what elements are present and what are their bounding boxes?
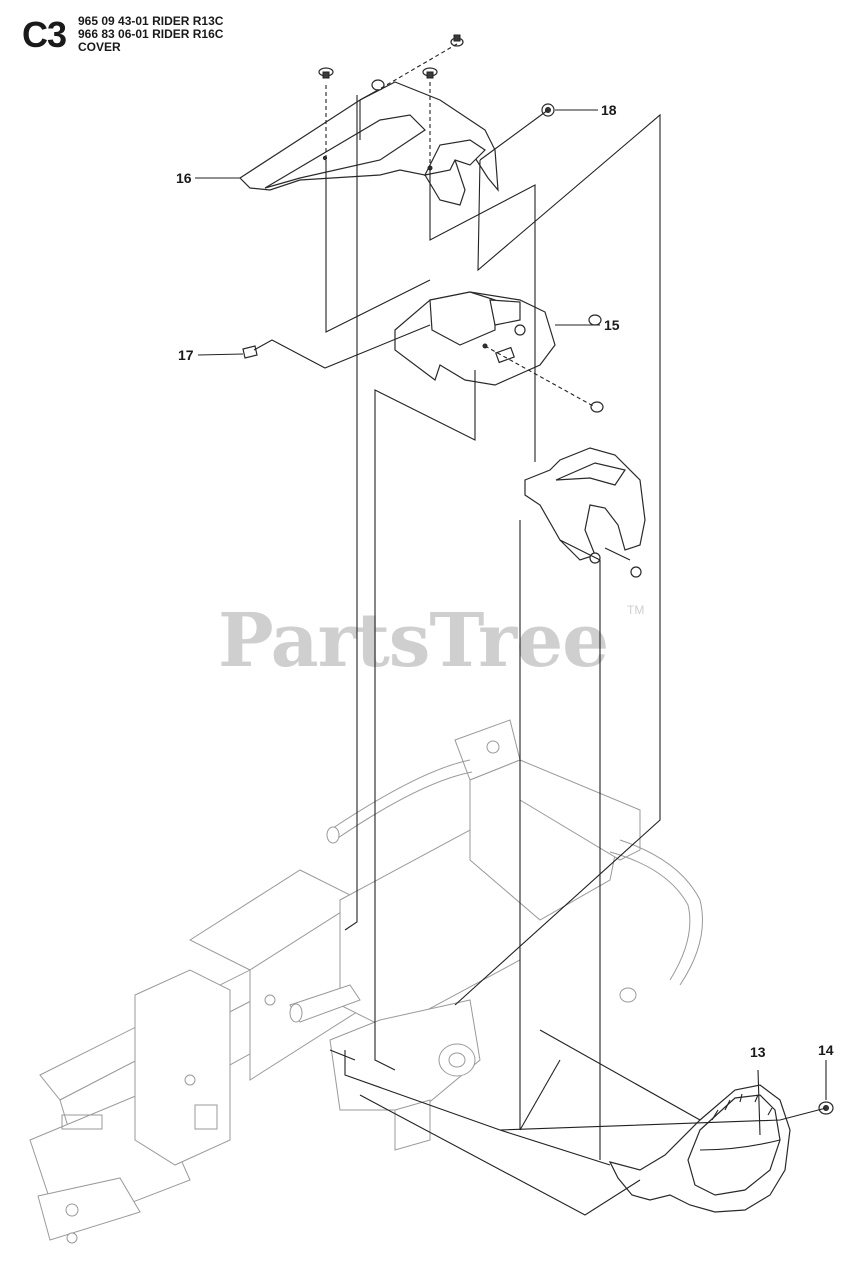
screw-icon bbox=[590, 401, 604, 413]
watermark: PartsTree bbox=[218, 598, 609, 684]
header-text: 965 09 43-01 RIDER R13C 966 83 06-01 RID… bbox=[78, 15, 223, 54]
section-code: C3 bbox=[22, 14, 67, 55]
callout-14[interactable]: 14 bbox=[818, 1042, 834, 1058]
screw-icon bbox=[588, 314, 602, 326]
callout-13[interactable]: 13 bbox=[750, 1044, 766, 1060]
callout-17[interactable]: 17 bbox=[178, 347, 194, 363]
model-line-2: 966 83 06-01 RIDER R16C bbox=[78, 27, 224, 41]
chassis-frame bbox=[29, 719, 703, 1244]
callout-15[interactable]: 15 bbox=[604, 317, 620, 333]
console-bracket bbox=[524, 447, 646, 578]
part-17-clip bbox=[242, 345, 258, 359]
part-13-pedal-cover bbox=[608, 1084, 791, 1213]
assembly-lines bbox=[195, 43, 827, 1216]
part-15-lower-cover bbox=[394, 291, 556, 386]
model-line-1: 965 09 43-01 RIDER R13C bbox=[78, 14, 224, 28]
part-16-upper-cover bbox=[239, 81, 499, 206]
screw-icons bbox=[318, 34, 464, 91]
callout-18[interactable]: 18 bbox=[601, 102, 617, 118]
callout-16[interactable]: 16 bbox=[176, 170, 192, 186]
watermark-tm: TM bbox=[627, 603, 645, 617]
section-title: COVER bbox=[78, 40, 121, 54]
